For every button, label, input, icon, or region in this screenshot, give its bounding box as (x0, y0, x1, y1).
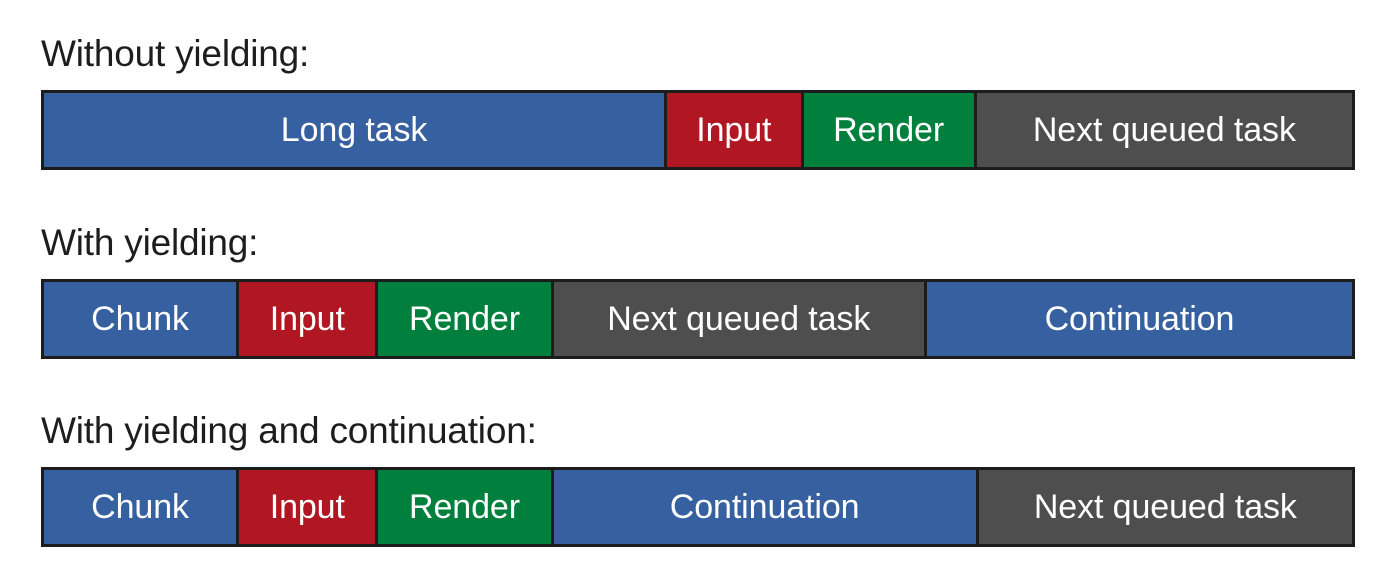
timeline-segment-render: Render (803, 93, 977, 167)
timeline-segment-input: Input (239, 282, 379, 356)
timeline-segment-input: Input (667, 93, 804, 167)
timeline-segment-chunk: Chunk (44, 282, 240, 356)
timeline-bar-with-yielding-and-continuation: Chunk Input Render Continuation Next que… (41, 467, 1355, 547)
timeline-group-without-yielding: Without yielding: Long task Input Render… (41, 32, 1355, 170)
timeline-bar-with-yielding: Chunk Input Render Next queued task Cont… (41, 279, 1355, 359)
timeline-group-with-yielding: With yielding: Chunk Input Render Next q… (41, 221, 1355, 359)
timeline-segment-long-task: Long task (44, 93, 668, 167)
timeline-segment-next-queued-task: Next queued task (978, 470, 1352, 544)
timeline-label-with-yielding-and-continuation: With yielding and continuation: (41, 410, 537, 451)
timeline-label-with-yielding: With yielding: (41, 222, 259, 263)
timeline-bar-without-yielding: Long task Input Render Next queued task (41, 90, 1355, 170)
timeline-segment-continuation: Continuation (553, 470, 979, 544)
timeline-label-without-yielding: Without yielding: (41, 33, 310, 74)
timeline-segment-render: Render (378, 282, 554, 356)
timeline-segment-next-queued-task: Next queued task (553, 282, 927, 356)
timeline-segment-input: Input (239, 470, 379, 544)
timeline-segment-next-queued-task: Next queued task (976, 93, 1352, 167)
timeline-segment-chunk: Chunk (44, 470, 240, 544)
timeline-group-with-yielding-and-continuation: With yielding and continuation: Chunk In… (41, 409, 1355, 547)
timeline-segment-render: Render (378, 470, 554, 544)
timeline-segment-continuation: Continuation (926, 282, 1352, 356)
